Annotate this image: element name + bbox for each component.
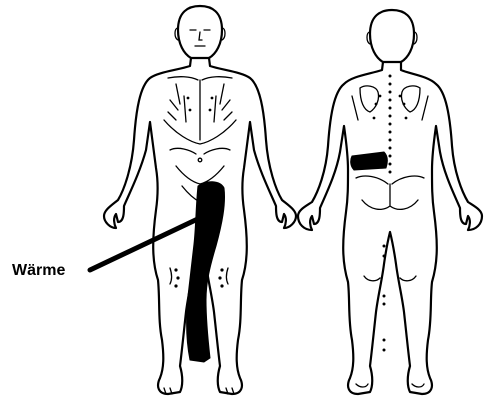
back-knees bbox=[364, 276, 416, 281]
front-navel bbox=[198, 158, 202, 162]
front-abdomen bbox=[170, 148, 230, 184]
back-body-outline bbox=[298, 62, 482, 394]
back-marked-area-warmth bbox=[351, 152, 388, 170]
warmth-label: Wärme bbox=[12, 262, 65, 279]
back-body-figure bbox=[298, 10, 482, 394]
front-face bbox=[190, 30, 210, 46]
front-body-figure bbox=[104, 6, 296, 394]
back-heels bbox=[356, 384, 424, 387]
front-marked-area-warmth bbox=[187, 182, 225, 362]
front-chest-lines bbox=[164, 77, 236, 144]
back-buttocks bbox=[356, 176, 424, 209]
back-ears bbox=[367, 32, 417, 44]
back-head bbox=[370, 10, 414, 62]
